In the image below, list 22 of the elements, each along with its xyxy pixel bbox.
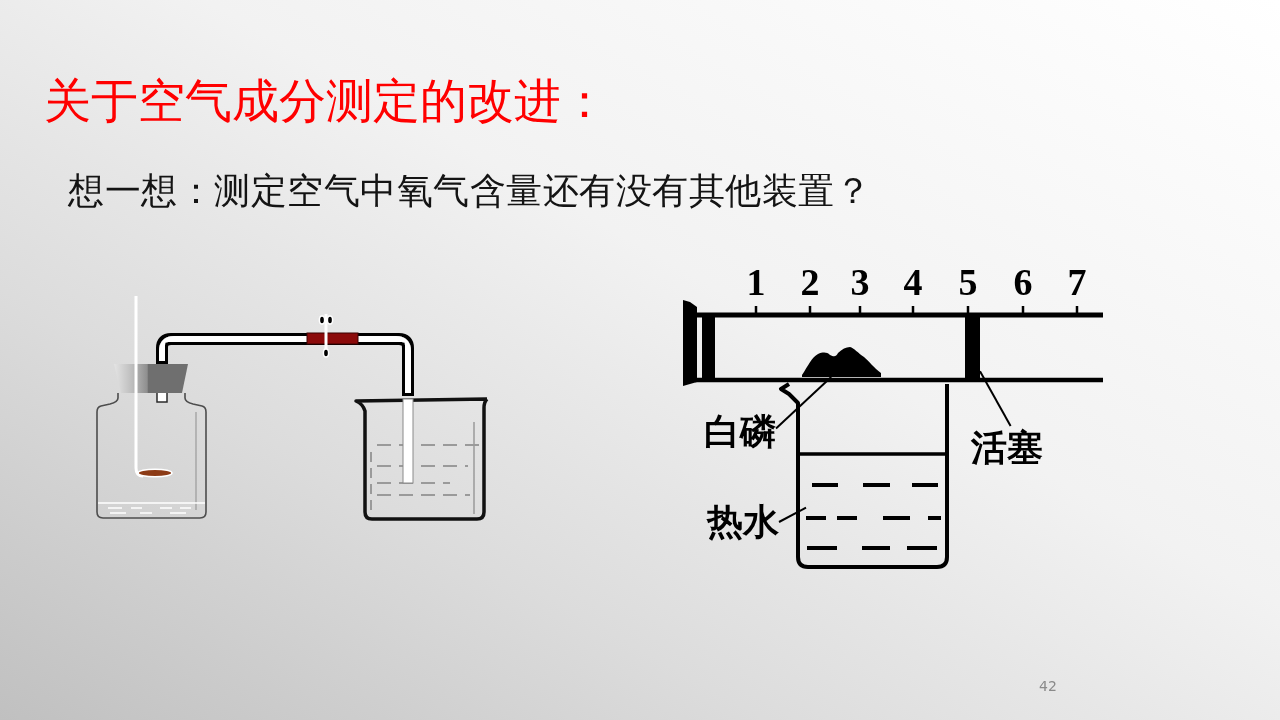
question-text: 想一想：测定空气中氧气含量还有没有其他装置？ [68,169,871,213]
bottle [95,364,208,520]
scale-number: 7 [1066,262,1088,302]
leader-line [778,506,807,523]
scale-number: 5 [957,262,979,302]
leader-line [979,370,1012,427]
scale-number: 6 [1012,262,1034,302]
phosphorus-lump [802,347,881,377]
scale-number: 1 [745,262,767,302]
scale-number: 4 [902,262,924,302]
beaker [778,382,950,570]
slide-title: 关于空气成分测定的改进： [44,72,608,130]
scale-number: 2 [799,262,821,302]
water [806,485,941,548]
beaker [352,396,490,522]
callout-label: 热水 [707,500,779,544]
callout-label: 白磷 [704,410,776,454]
page-number: 42 [1039,677,1057,695]
piston [965,315,980,379]
syringe-barrel [683,300,1103,386]
callout-label: 活塞 [971,426,1043,470]
scale-number: 3 [849,262,871,302]
